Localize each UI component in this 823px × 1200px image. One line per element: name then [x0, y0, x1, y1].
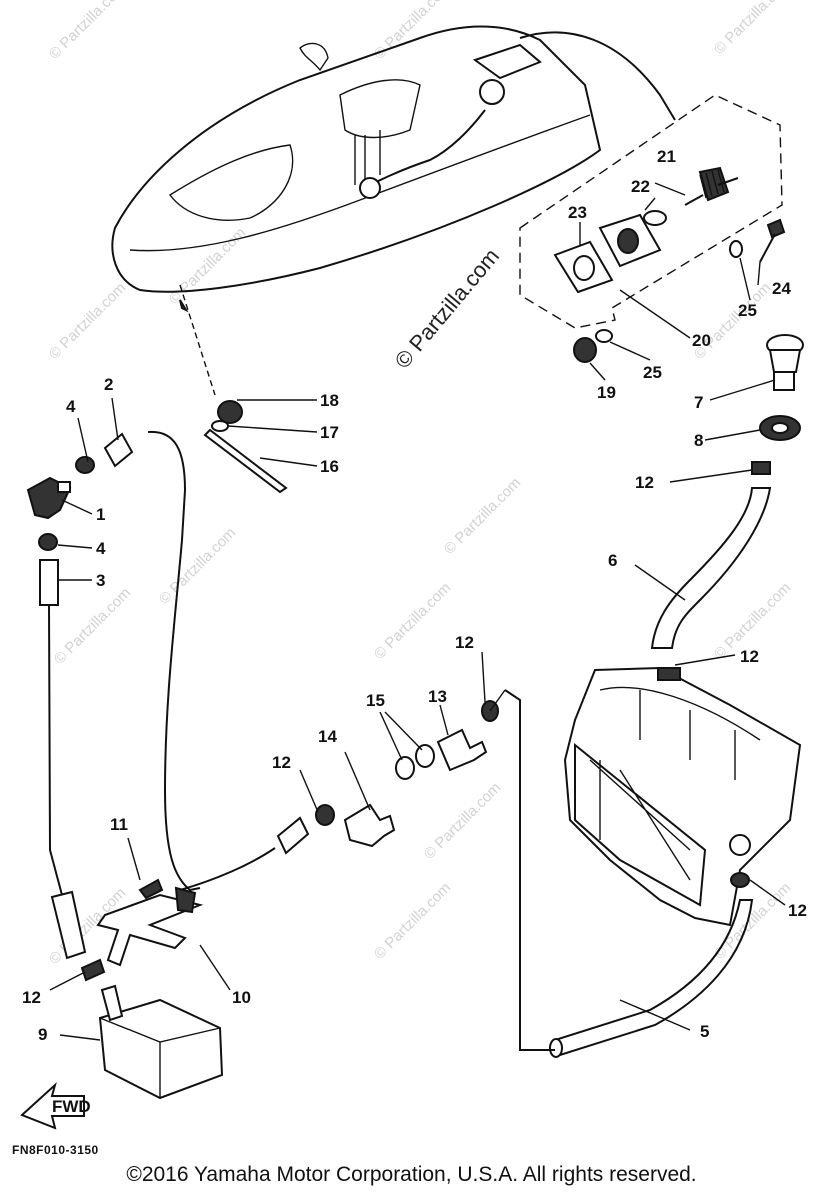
- svg-text:FWD: FWD: [52, 1097, 91, 1116]
- callout-17: 17: [320, 423, 339, 442]
- callout-12: 12: [635, 473, 654, 492]
- callout-21: 21: [657, 147, 676, 166]
- part-11-screw: [138, 878, 164, 900]
- part-4-clamp: [75, 456, 95, 474]
- callout-22: 22: [631, 177, 650, 196]
- part-2-sleeve: [103, 432, 134, 468]
- watermark-center: © Partzilla.com: [390, 244, 504, 374]
- part-25-washer: [729, 240, 743, 258]
- callout-12: 12: [455, 633, 474, 652]
- watermark: © Partzilla.com: [441, 474, 524, 557]
- callout-8: 8: [694, 431, 703, 450]
- part-8-nut: [759, 415, 801, 441]
- part-19-nut: [573, 337, 597, 363]
- part-12-clamp: [315, 804, 335, 826]
- callout-19: 19: [597, 383, 616, 402]
- part-14-valve: [343, 803, 396, 848]
- part-10-bracket: [96, 886, 204, 967]
- callout-23: 23: [568, 203, 587, 222]
- part-5-hose: [553, 899, 754, 1057]
- watermark: © Partzilla.com: [711, 0, 794, 58]
- part-16-bracket: [203, 428, 288, 494]
- callout-12: 12: [740, 647, 759, 666]
- watermark: © Partzilla.com: [371, 879, 454, 962]
- watermark: © Partzilla.com: [46, 0, 129, 63]
- watermark: © Partzilla.com: [166, 224, 249, 307]
- part-23-gasket: [553, 240, 614, 294]
- callout-7: 7: [694, 393, 703, 412]
- part-9-box: [98, 984, 224, 1100]
- callout-25: 25: [643, 363, 662, 382]
- callout-2: 2: [104, 375, 113, 394]
- callout-9: 9: [38, 1025, 47, 1044]
- part-5-hose-end: [549, 1038, 563, 1058]
- leader-lines: [49, 182, 786, 1041]
- hose-end: [50, 890, 87, 960]
- watermark: © Partzilla.com: [46, 279, 129, 362]
- part-20-flange: [598, 213, 662, 268]
- watermark: © Partzilla.com: [371, 579, 454, 662]
- watermark: © Partzilla.com: [421, 779, 504, 862]
- part-13-banjo: [436, 728, 488, 772]
- part-24-screw: [759, 218, 786, 263]
- callout-25: 25: [738, 301, 757, 320]
- hose-line-lower: [179, 847, 276, 891]
- part-15-washer: [395, 756, 415, 780]
- hose-line-left: [147, 430, 201, 892]
- callout-labels: 18 17 16 2 4 1 4 3 21 22 23 24 25 20 25 …: [22, 147, 807, 1044]
- part-22-o-ring: [643, 210, 667, 226]
- diagram-code: FN8F010-3150: [12, 1143, 99, 1157]
- callout-15: 15: [366, 691, 385, 710]
- callout-11: 11: [110, 815, 128, 834]
- watermark: © Partzilla.com: [711, 879, 794, 962]
- copyright-notice: ©2016 Yamaha Motor Corporation, U.S.A. A…: [126, 1163, 697, 1186]
- callout-3: 3: [96, 571, 105, 590]
- callout-24: 24: [772, 279, 791, 298]
- part-25-washer: [595, 329, 613, 343]
- detail-box-20-25: [519, 94, 783, 329]
- callout-12: 12: [22, 988, 41, 1007]
- part-12-clamp: [751, 461, 771, 475]
- part-17-washer: [211, 420, 229, 432]
- callout-14: 14: [318, 727, 337, 746]
- fwd-arrow-icon: FWD: [20, 1081, 91, 1130]
- callout-20: 20: [692, 331, 711, 350]
- jet-pump-housing: [563, 666, 802, 927]
- callout-13: 13: [428, 687, 447, 706]
- part-12-clamp: [80, 958, 106, 982]
- callout-16: 16: [320, 457, 339, 476]
- part-18-nut: [217, 400, 243, 424]
- part-3-pipe: [39, 559, 59, 606]
- callout-1: 1: [96, 505, 105, 524]
- callout-6: 6: [608, 551, 617, 570]
- callout-5: 5: [700, 1022, 709, 1041]
- callout-12: 12: [272, 753, 291, 772]
- callout-12: 12: [788, 901, 807, 920]
- callout-4: 4: [96, 539, 106, 558]
- part-6-hose: [650, 487, 772, 649]
- part-1-elbow: [26, 476, 72, 520]
- callout-18: 18: [320, 391, 339, 410]
- pipe-line-5: [504, 689, 555, 1051]
- part-15-washer: [415, 744, 435, 768]
- part-7-fitting: [766, 334, 804, 391]
- part-21-plug: [684, 166, 739, 206]
- watermark: © Partzilla.com: [691, 279, 774, 362]
- inline-fittings: [276, 689, 506, 855]
- callout-10: 10: [232, 988, 251, 1007]
- part-4-clamp: [38, 533, 58, 551]
- watermark-layer: © Partzilla.com © Partzilla.com © Partzi…: [46, 0, 794, 968]
- watercraft-hull: [111, 25, 676, 396]
- callout-4: 4: [66, 397, 76, 416]
- hose-left-vertical: [48, 604, 63, 896]
- watermark: © Partzilla.com: [156, 524, 239, 607]
- watermark: © Partzilla.com: [51, 584, 134, 667]
